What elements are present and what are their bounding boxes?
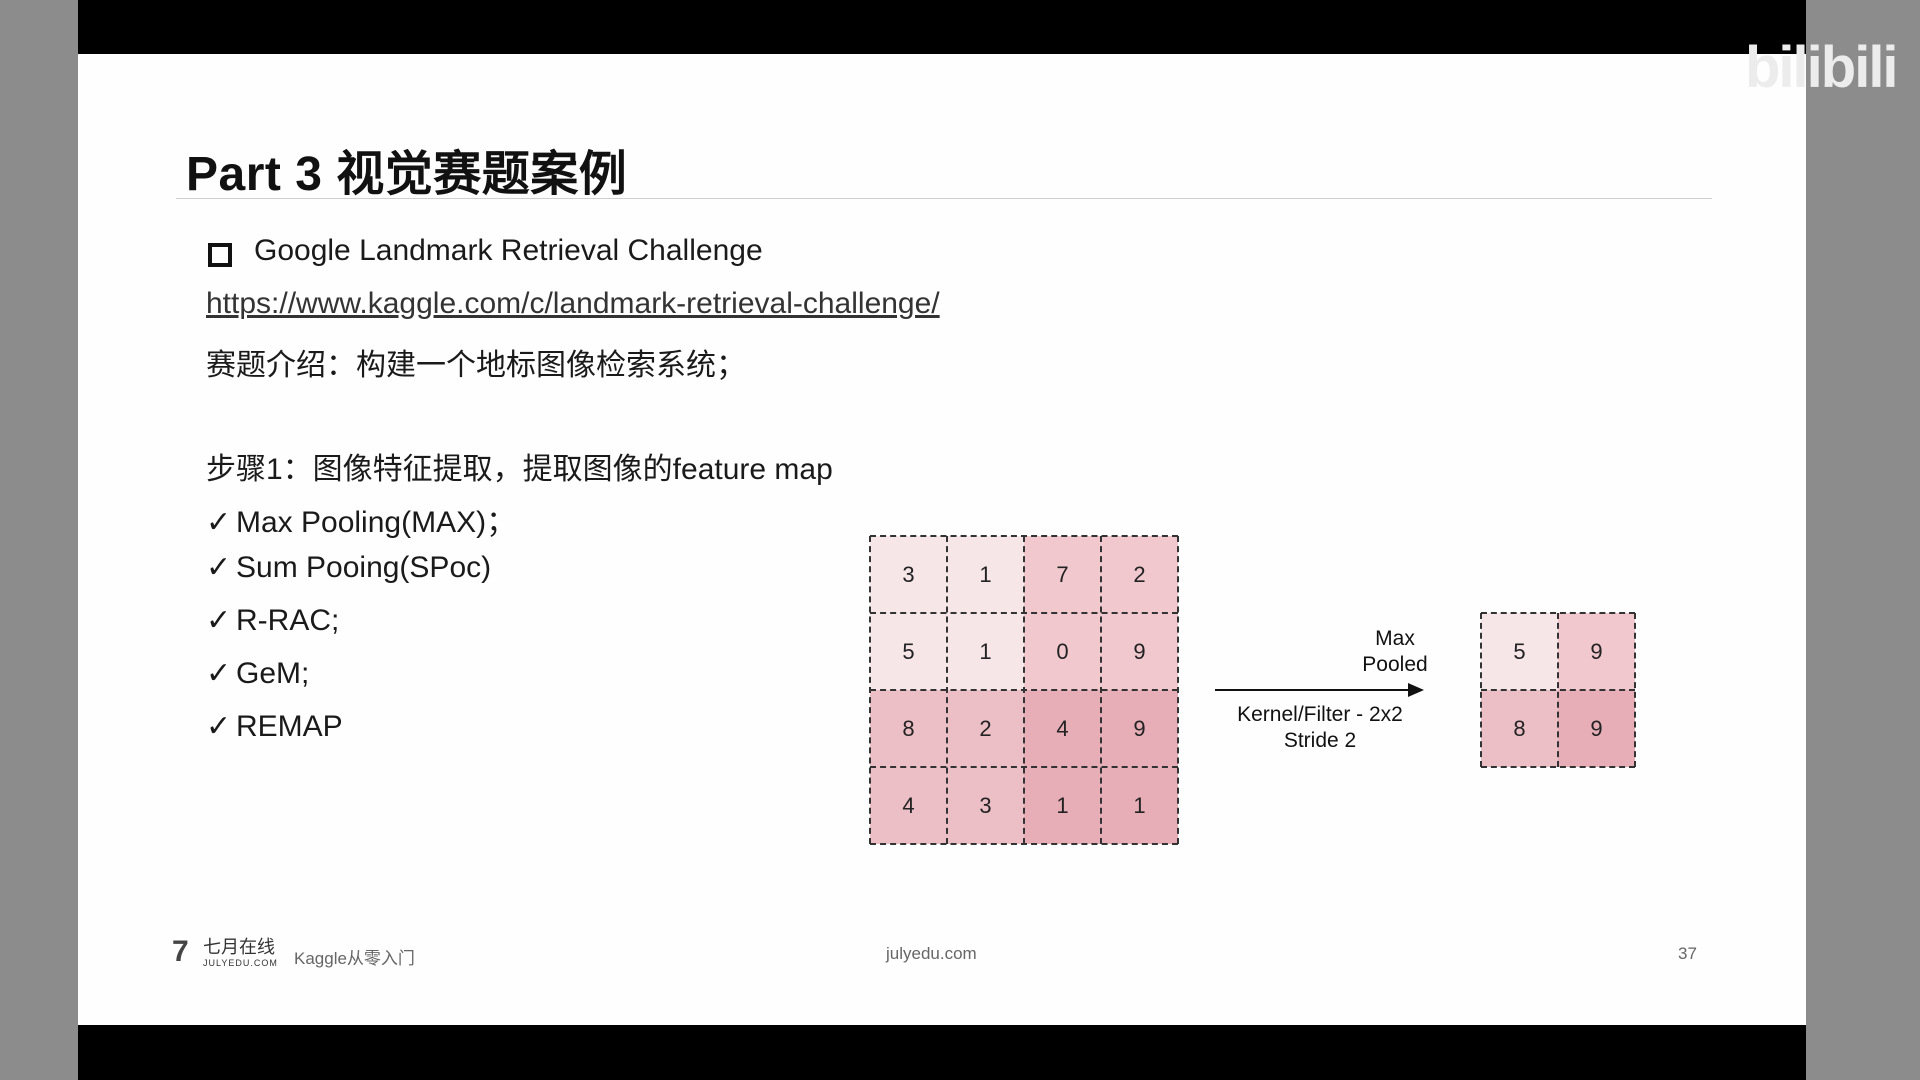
challenge-intro: 赛题介绍：构建一个地标图像检索系统； (206, 349, 746, 382)
arrow-label-top: Max Pooled (1315, 626, 1475, 678)
grid-cell: 9 (1558, 690, 1635, 767)
grid-cell: 7 (1024, 536, 1101, 613)
challenge-heading: Google Landmark Retrieval Challenge (254, 234, 763, 267)
grid-cell: 8 (1481, 690, 1558, 767)
square-bullet-icon (208, 243, 232, 267)
grid-cell: 8 (870, 690, 947, 767)
grid-cell: 2 (1101, 536, 1178, 613)
grid-line (1481, 766, 1635, 768)
grid-cell: 9 (1101, 613, 1178, 690)
julyedu-logo-icon: 7 (172, 935, 189, 968)
grid-cell: 3 (947, 767, 1024, 844)
method-item: ✓R-RAC; (206, 603, 339, 638)
title-divider (176, 198, 1712, 199)
logo-text-en: JULYEDU.COM (203, 958, 278, 968)
grid-line (870, 766, 1178, 768)
video-letterbox-top (78, 0, 1806, 54)
course-name: Kaggle从零入门 (294, 949, 415, 968)
arrow-label-max: Max (1375, 627, 1415, 650)
grid-cell: 4 (1024, 690, 1101, 767)
method-label: Max Pooling(MAX)； (236, 506, 517, 539)
grid-cell: 4 (870, 767, 947, 844)
step-1-text: 步骤1：图像特征提取，提取图像的feature map (206, 453, 833, 486)
challenge-link[interactable]: https://www.kaggle.com/c/landmark-retrie… (206, 287, 940, 320)
grid-line (1100, 536, 1102, 844)
arrow-label-kernel: Kernel/Filter - 2x2 (1237, 703, 1403, 726)
grid-cell: 9 (1558, 613, 1635, 690)
arrow-label-stride: Stride 2 (1283, 729, 1357, 752)
method-label: GeM; (236, 657, 310, 690)
bilibili-watermark: bilibili (1745, 35, 1899, 100)
grid-line (870, 689, 1178, 691)
check-icon: ✓ (206, 604, 232, 637)
grid-line (870, 843, 1178, 845)
page-number: 37 (1678, 944, 1697, 963)
arrow-label-bottom: Kernel/Filter - 2x2 Stride 2 (1215, 702, 1425, 754)
method-item: ✓Max Pooling(MAX)； (206, 497, 516, 541)
method-label: R-RAC; (236, 604, 340, 637)
presentation-slide: Part 3 视觉赛题案例 Google Landmark Retrieval … (78, 54, 1806, 1025)
grid-cell: 5 (870, 613, 947, 690)
method-item: ✓Sum Pooing(SPoc) (206, 550, 491, 585)
arrow-label-pooled: Pooled (1362, 653, 1428, 676)
method-item: ✓REMAP (206, 709, 343, 744)
slide-title: Part 3 视觉赛题案例 (186, 148, 628, 201)
site-url: julyedu.com (886, 944, 977, 963)
arrow-shaft (1215, 689, 1411, 691)
grid-line (1177, 536, 1179, 844)
grid-cell: 1 (947, 536, 1024, 613)
logo-text-cn: 七月在线 (203, 937, 275, 957)
grid-cell: 3 (870, 536, 947, 613)
grid-cell: 0 (1024, 613, 1101, 690)
check-icon: ✓ (206, 710, 232, 743)
grid-cell: 5 (1481, 613, 1558, 690)
method-item: ✓GeM; (206, 656, 309, 691)
method-label: Sum Pooing(SPoc) (236, 551, 492, 584)
grid-cell: 1 (947, 613, 1024, 690)
grid-cell: 1 (1024, 767, 1101, 844)
video-letterbox-bottom (78, 1025, 1806, 1080)
grid-line (1481, 689, 1635, 691)
check-icon: ✓ (206, 657, 232, 690)
check-icon: ✓ (206, 506, 232, 539)
check-icon: ✓ (206, 551, 232, 584)
grid-cell: 1 (1101, 767, 1178, 844)
arrow-right-icon (1408, 683, 1424, 697)
grid-cell: 9 (1101, 690, 1178, 767)
grid-line (1634, 613, 1636, 767)
grid-cell: 2 (947, 690, 1024, 767)
method-label: REMAP (236, 710, 343, 743)
